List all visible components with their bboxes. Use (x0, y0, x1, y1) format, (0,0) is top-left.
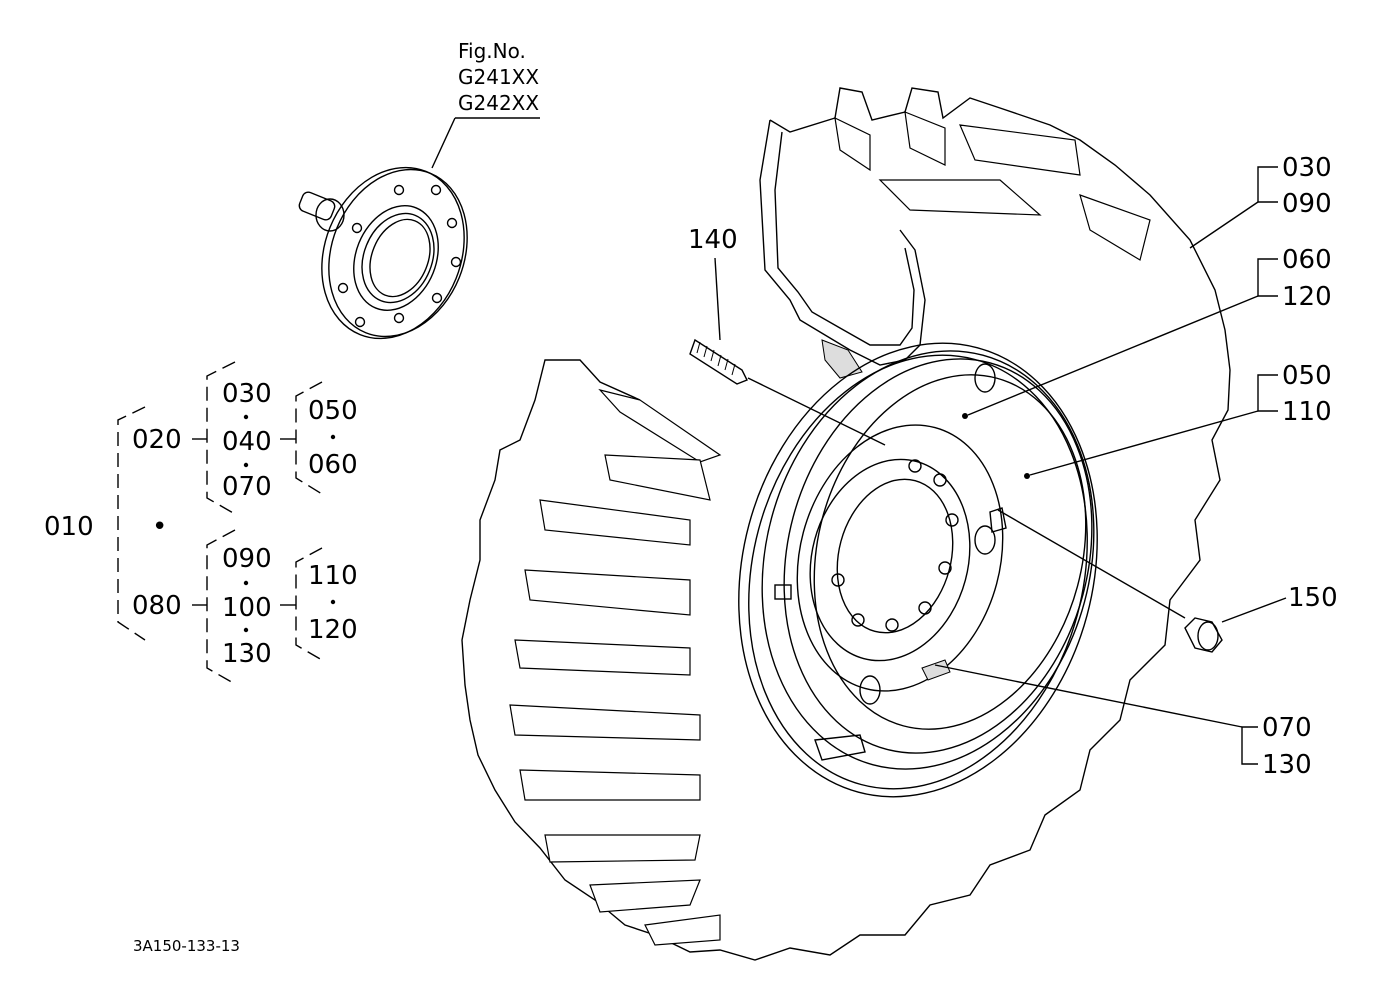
figure-number-block: Fig.No. G241XX G242XX (431, 39, 540, 169)
tree-sub-code: 050 (308, 396, 358, 426)
fig-number-1: G241XX (458, 65, 539, 89)
tree-root-code: 010 (44, 512, 94, 542)
tree-child-code: 070 (222, 472, 272, 502)
callout-140: 140 (688, 225, 738, 255)
axle-flange-drawing (298, 166, 468, 340)
callout-120: 120 (1282, 282, 1332, 312)
tree-child-code: 100 (222, 593, 272, 623)
tire-wheel-drawing (461, 87, 1231, 961)
tree-child-code: 090 (222, 544, 272, 574)
parts-tree: 010 • 020 030 040 070 050 060 080 090 10… (44, 361, 358, 685)
stud-bolt-140 (689, 338, 748, 385)
tree-child-code: 030 (222, 379, 272, 409)
callout-070: 070 (1262, 713, 1312, 743)
tree-child-code: 130 (222, 639, 272, 669)
tree-root-dot: • (152, 512, 167, 542)
callout-110: 110 (1282, 397, 1332, 427)
nut-150 (1184, 617, 1223, 653)
callout-130: 130 (1262, 750, 1312, 780)
callout-050: 050 (1282, 361, 1332, 391)
drawing-id: 3A150-133-13 (133, 937, 240, 955)
tree-sub-code: 110 (308, 561, 358, 591)
callout-090: 090 (1282, 189, 1332, 219)
tree-sub-code: 120 (308, 615, 358, 645)
callout-030: 030 (1282, 153, 1332, 183)
callout-060: 060 (1282, 245, 1332, 275)
tree-child-code: 040 (222, 427, 272, 457)
callouts: 140 030 090 060 120 050 110 150 070 130 (688, 153, 1338, 780)
tree-sub-code: 060 (308, 450, 358, 480)
tree-group-code: 080 (132, 591, 182, 621)
callout-150: 150 (1288, 583, 1338, 613)
fig-number-2: G242XX (458, 91, 539, 115)
fig-no-label: Fig.No. (458, 39, 526, 63)
tree-group-code: 020 (132, 425, 182, 455)
